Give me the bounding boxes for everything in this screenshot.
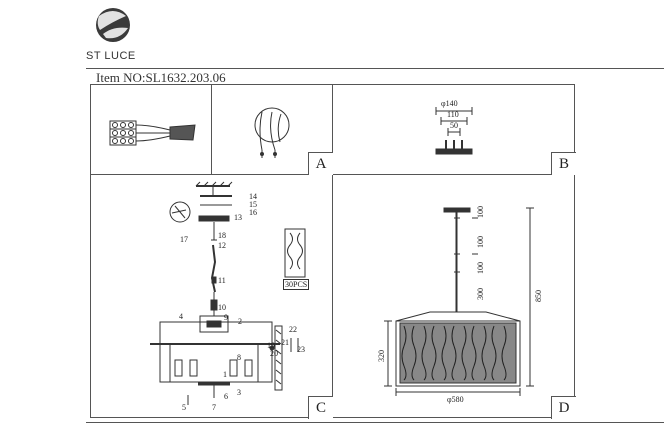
b-dim-outer: φ140 [441,99,458,108]
bottom-rule [86,422,664,423]
d-dim-height: 850 [534,290,543,302]
b-dim-inner: 50 [450,121,458,130]
panel-c-drawing [150,181,306,405]
d-dim-rod3: 100 [476,262,485,274]
part-label: 12 [218,241,226,250]
d-dim-rod1: 100 [476,206,485,218]
part-label: 3 [237,388,241,397]
part-label: 9 [224,313,228,322]
d-dim-diameter: φ580 [447,395,464,404]
panel-b-drawing [435,107,473,155]
part-label: 18 [218,231,226,240]
part-label: 16 [249,208,257,217]
part-label: 10 [218,303,226,312]
panel-b-label: B [551,152,576,175]
b-dim-mid: 110 [447,110,459,119]
part-label: 7 [212,403,216,412]
panel-a-drawing [109,107,290,158]
panel-c-label: C [308,396,333,419]
part-label: 22 [289,325,297,334]
part-label: 21 [281,338,289,347]
divider-a-left [211,84,212,174]
part-label: 15 [249,200,257,209]
part-label: 4 [179,312,183,321]
d-dim-rod2: 100 [476,236,485,248]
brand-logo [96,8,130,42]
crystal-count: 30PCS [283,279,310,290]
part-label: 19 [267,341,275,350]
part-label: 6 [224,392,228,401]
part-label: 17 [180,235,188,244]
top-rule [86,68,664,69]
part-label: 11 [218,276,226,285]
part-label: 14 [249,192,257,201]
part-label: 5 [182,403,186,412]
brand-name: ST LUCE [86,50,136,62]
d-dim-chain: 300 [476,288,485,300]
part-label: 2 [238,317,242,326]
divider-center [332,84,333,418]
panel-d-label: D [551,396,576,419]
item-number: Item NO:SL1632.203.06 [96,70,226,85]
part-label: 8 [237,353,241,362]
part-label: 20 [270,349,278,358]
part-label: 1 [223,370,227,379]
part-label: 23 [297,345,305,354]
panel-a-label: A [308,152,333,175]
panel-d-drawing [384,207,534,396]
d-dim-body: 320 [377,350,386,362]
part-label: 13 [234,213,242,222]
